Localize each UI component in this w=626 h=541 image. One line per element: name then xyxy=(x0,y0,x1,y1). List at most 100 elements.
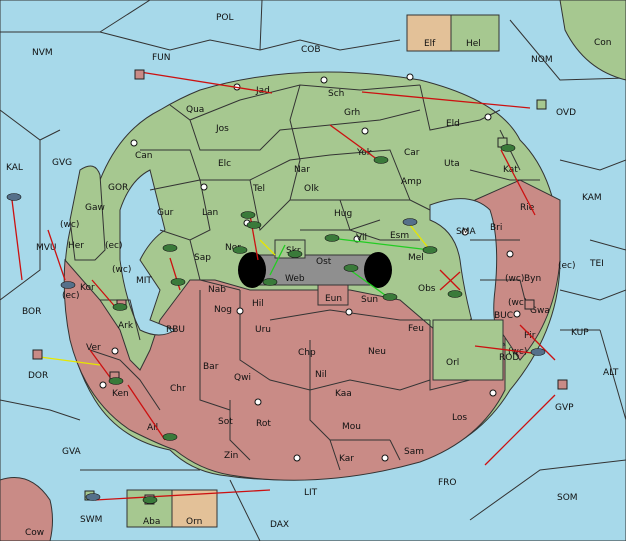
territory-label-ark[interactable]: Ark xyxy=(118,321,134,331)
territory-label-nil[interactable]: Nil xyxy=(315,370,327,380)
territory-label-gor[interactable]: GOR xyxy=(108,183,128,193)
coast-label: (ec) xyxy=(558,261,576,271)
territory-label-kam[interactable]: KAM xyxy=(582,193,602,203)
coast-label: (wc) xyxy=(508,347,527,357)
territory-label-ost[interactable]: Ost xyxy=(316,257,332,267)
coast-label: (wc) xyxy=(505,274,524,284)
territory-label-her[interactable]: Her xyxy=(68,241,84,251)
territory-label-rbu[interactable]: RBU xyxy=(166,325,185,335)
territory-label-byn[interactable]: Byn xyxy=(524,274,541,284)
territory-label-dor[interactable]: DOR xyxy=(28,371,48,381)
territory-label-grh[interactable]: Grh xyxy=(344,108,360,118)
territory-label-yok[interactable]: Yok xyxy=(356,148,373,158)
territory-label-eld[interactable]: Eld xyxy=(446,119,460,129)
territory-label-bor[interactable]: BOR xyxy=(22,307,41,317)
territory-label-olk[interactable]: Olk xyxy=(304,184,320,194)
territory-label-zin[interactable]: Zin xyxy=(224,451,238,461)
territory-label-gvg[interactable]: GVG xyxy=(52,158,72,168)
territory-label-gva[interactable]: GVA xyxy=(62,447,82,457)
territory-label-jos[interactable]: Jos xyxy=(215,124,229,134)
territory-label-dax[interactable]: DAX xyxy=(270,520,289,530)
territory-label-esm[interactable]: Esm xyxy=(390,231,409,241)
territory-label-sun[interactable]: Sun xyxy=(361,295,378,305)
territory-label-qua[interactable]: Qua xyxy=(186,105,204,115)
territory-label-con[interactable]: Con xyxy=(594,38,612,48)
territory-label-tei[interactable]: TEI xyxy=(589,259,604,269)
territory-label-mou[interactable]: Mou xyxy=(342,422,361,432)
territory-label-fun[interactable]: FUN xyxy=(152,53,171,63)
territory-label-swm[interactable]: SWM xyxy=(80,515,102,525)
territory-label-mvu[interactable]: MVU xyxy=(36,243,57,253)
territory-label-car[interactable]: Car xyxy=(404,148,420,158)
territory-label-nar[interactable]: Nar xyxy=(294,165,310,175)
territory-label-sam[interactable]: Sam xyxy=(404,447,424,457)
territory-label-los[interactable]: Los xyxy=(452,413,467,423)
units xyxy=(6,69,568,505)
territory-label-kar[interactable]: Kar xyxy=(339,454,354,464)
territory-label-alt[interactable]: ALT xyxy=(603,368,619,378)
territory-label-sap[interactable]: Sap xyxy=(194,253,211,263)
territory-label-cow[interactable]: Cow xyxy=(25,528,44,538)
territory-label-nog[interactable]: Nog xyxy=(214,305,232,315)
territory-label-mel[interactable]: Mel xyxy=(408,253,424,263)
territory-label-ver[interactable]: Ver xyxy=(86,343,101,353)
territory-label-vil[interactable]: Vil xyxy=(356,233,367,243)
territory-label-chr[interactable]: Chr xyxy=(170,384,186,394)
territory-label-cob[interactable]: COB xyxy=(301,45,321,55)
territory-label-gur[interactable]: Gur xyxy=(157,208,174,218)
territory-label-eun[interactable]: Eun xyxy=(325,294,342,304)
territory-label-amp[interactable]: Amp xyxy=(401,177,422,187)
territory-label-web[interactable]: Web xyxy=(285,274,305,284)
territory-label-elc[interactable]: Elc xyxy=(218,159,231,169)
territory-label-orl[interactable]: Orl xyxy=(446,358,459,368)
territory-label-can[interactable]: Can xyxy=(135,151,153,161)
territory-label-pol[interactable]: POL xyxy=(216,13,234,23)
territory-label-rod[interactable]: ROD xyxy=(499,353,519,363)
territory-label-hil[interactable]: Hil xyxy=(252,299,264,309)
territory-label-neu[interactable]: Neu xyxy=(368,347,386,357)
territory-cow[interactable] xyxy=(0,477,53,541)
impassable-west xyxy=(238,252,266,288)
territory-label-mit[interactable]: MIT xyxy=(136,276,152,286)
territory-label-tel[interactable]: Tel xyxy=(252,184,265,194)
territory-label-pir[interactable]: Pir xyxy=(524,331,536,341)
territory-label-uta[interactable]: Uta xyxy=(444,159,460,169)
territory-label-nor[interactable]: Nor xyxy=(225,243,241,253)
territory-label-lit[interactable]: LIT xyxy=(304,488,318,498)
territory-label-chp[interactable]: Chp xyxy=(298,348,316,358)
territory-label-hug[interactable]: Hug xyxy=(334,209,352,219)
territory-label-feu[interactable]: Feu xyxy=(408,324,424,334)
territory-label-gvp[interactable]: GVP xyxy=(555,403,574,413)
territory-label-bri[interactable]: Bri xyxy=(490,223,502,233)
territory-label-som[interactable]: SOM xyxy=(557,493,578,503)
territory-label-sot[interactable]: Sot xyxy=(218,417,233,427)
territory-label-kal[interactable]: KAL xyxy=(6,163,23,173)
territory-label-kup[interactable]: KUP xyxy=(571,328,589,338)
territory-label-buc[interactable]: BUC xyxy=(494,311,513,321)
territory-label-kaa[interactable]: Kaa xyxy=(335,389,352,399)
territory-label-ail[interactable]: Ail xyxy=(147,423,158,433)
territory-label-gaw[interactable]: Gaw xyxy=(85,203,105,213)
territory-label-obs[interactable]: Obs xyxy=(418,284,436,294)
territory-label-sch[interactable]: Sch xyxy=(328,89,344,99)
territory-label-gwa[interactable]: Gwa xyxy=(530,306,550,316)
legend-green-label: Hel xyxy=(466,39,481,49)
west-strip xyxy=(69,165,106,261)
territory-label-ken[interactable]: Ken xyxy=(112,389,129,399)
territory-label-rot[interactable]: Rot xyxy=(256,419,271,429)
territory-label-qwi[interactable]: Qwi xyxy=(234,373,251,383)
territory-label-nvm[interactable]: NVM xyxy=(32,48,53,58)
territory-label-uru[interactable]: Uru xyxy=(255,325,271,335)
territory-label-kat[interactable]: Kat xyxy=(503,165,518,175)
territory-label-fro[interactable]: FRO xyxy=(438,478,457,488)
territory-label-rie[interactable]: Rie xyxy=(520,203,535,213)
territory-label-bar[interactable]: Bar xyxy=(203,362,219,372)
territory-label-ovd[interactable]: OVD xyxy=(556,108,576,118)
coast-label: (wc) xyxy=(112,265,131,275)
territory-label-nom[interactable]: NOM xyxy=(531,55,553,65)
territory-label-lan[interactable]: Lan xyxy=(202,208,218,218)
territory-label-kor[interactable]: Kor xyxy=(80,283,95,293)
territory-label-sma[interactable]: SMA xyxy=(456,227,476,237)
territory-label-nab[interactable]: Nab xyxy=(208,285,226,295)
